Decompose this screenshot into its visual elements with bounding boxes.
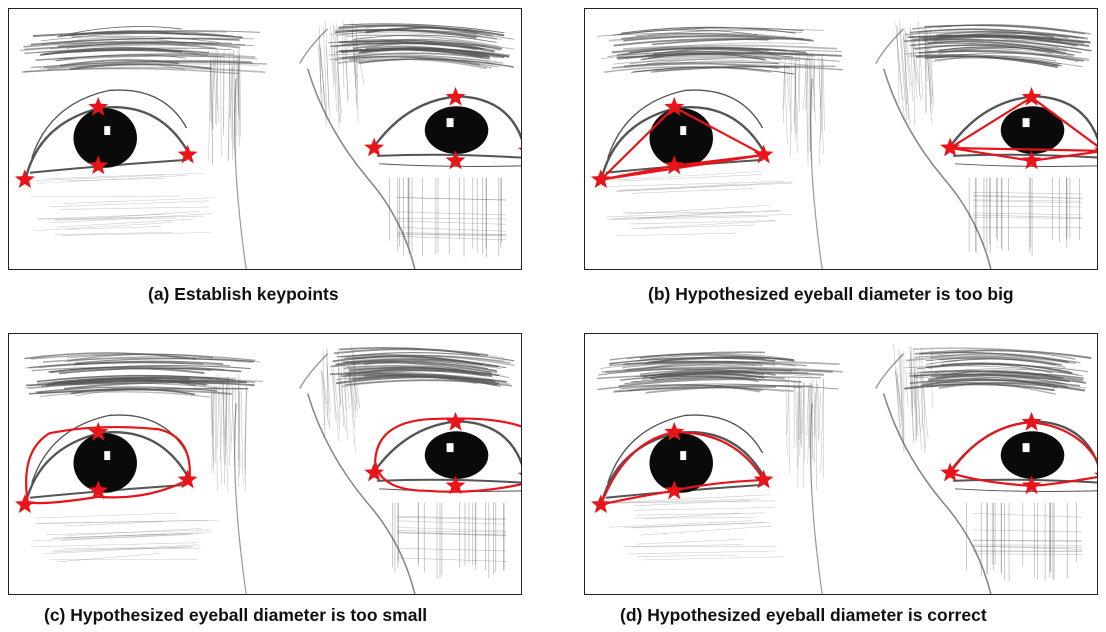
- panel-c: [8, 333, 522, 595]
- right-pupil: [1001, 431, 1065, 479]
- panel-a: [8, 8, 522, 270]
- star-icon: [446, 412, 466, 431]
- panel-b: [584, 8, 1098, 270]
- star-icon: [364, 463, 384, 482]
- panel-b-illustration: [585, 9, 1097, 269]
- right-pupil: [425, 106, 489, 154]
- left-pupil: [73, 108, 137, 168]
- caption-d: (d) Hypothesized eyeball diameter is cor…: [620, 605, 987, 626]
- star-icon: [446, 87, 466, 106]
- caption-c: (c) Hypothesized eyeball diameter is too…: [44, 605, 427, 626]
- star-icon: [940, 138, 960, 157]
- right-eye: [373, 96, 521, 166]
- panel-c-illustration: [9, 334, 521, 594]
- star-icon: [940, 463, 960, 482]
- caption-b: (b) Hypothesized eyeball diameter is too…: [648, 284, 1014, 305]
- star-icon: [1022, 412, 1042, 431]
- left-pupil: [649, 108, 713, 168]
- left-pupil: [649, 433, 713, 493]
- right-eye: [373, 421, 521, 491]
- right-pupil: [425, 431, 489, 479]
- star-icon: [364, 138, 384, 157]
- left-eye: [26, 90, 189, 178]
- panel-d: [584, 333, 1098, 595]
- panel-a-illustration: [9, 9, 521, 269]
- panel-d-illustration: [585, 334, 1097, 594]
- left-pupil: [73, 433, 137, 493]
- caption-a: (a) Establish keypoints: [148, 284, 339, 305]
